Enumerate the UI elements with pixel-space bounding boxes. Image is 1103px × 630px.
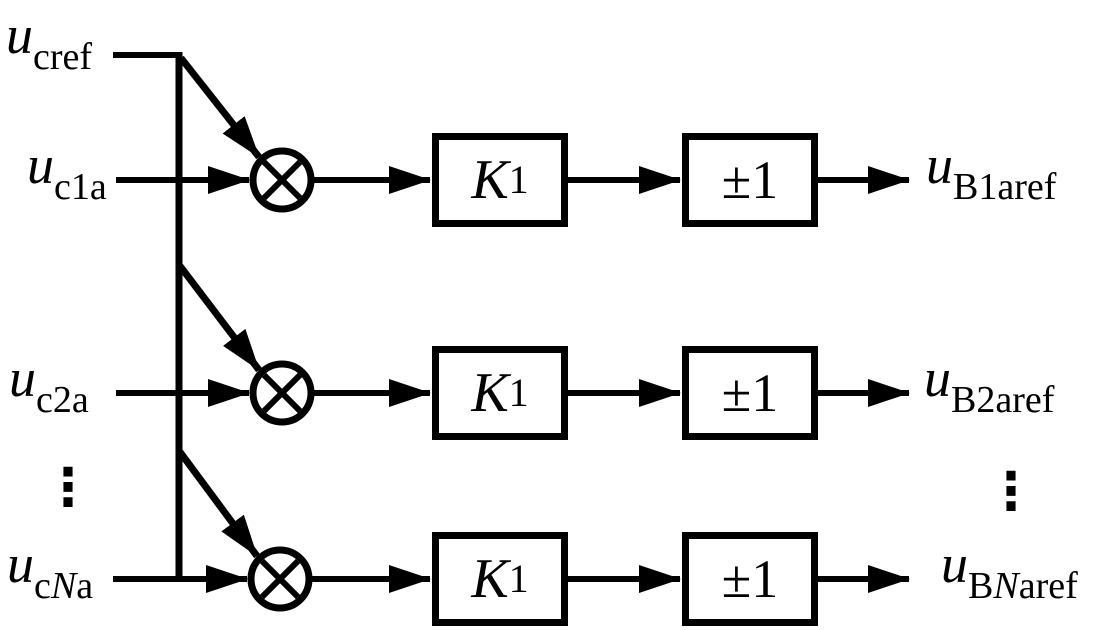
multiplier-cross-3b (259, 558, 301, 600)
diag-arrow-2 (177, 263, 262, 373)
polarity-block-2: ±1 (682, 346, 818, 440)
output-label-2: uB2aref (924, 348, 1055, 421)
diag-arrow-3 (177, 449, 260, 559)
input-label-3: ucNa (7, 534, 94, 607)
input-label-2: uc2a (9, 348, 89, 421)
input-label-1: uc1a (27, 135, 107, 208)
output-label-3: uBNaref (941, 534, 1078, 607)
multiplier-cross-1b (261, 159, 303, 201)
polarity-block-1: ±1 (682, 133, 818, 227)
shared-input-label: ucref (6, 5, 93, 78)
multiplier-cross-2b (261, 372, 303, 414)
output-label-1: uB1aref (926, 135, 1057, 208)
diag-arrow-1 (178, 55, 262, 160)
ellipsis-right: ⋮ (985, 462, 1037, 522)
ellipsis-left: ⋮ (42, 458, 94, 518)
polarity-block-3: ±1 (682, 532, 818, 626)
